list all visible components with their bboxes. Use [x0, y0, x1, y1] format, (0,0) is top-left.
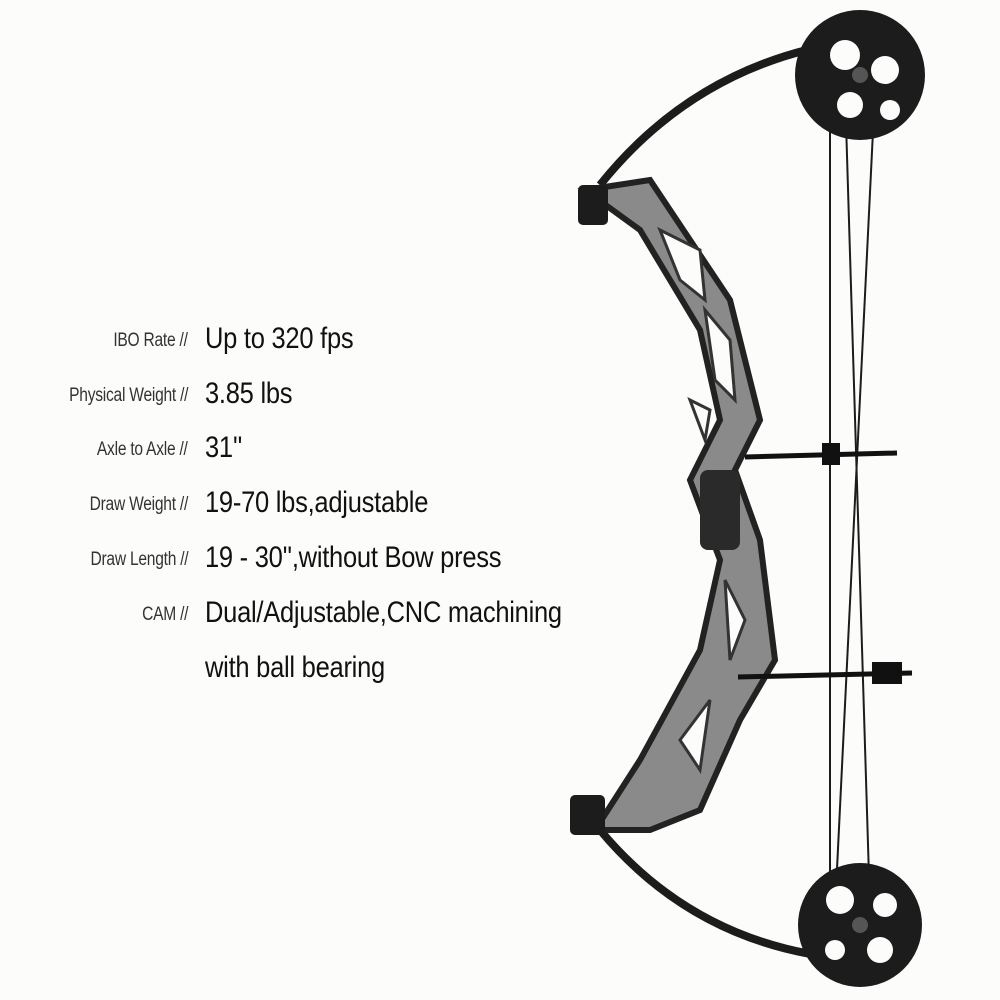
cable: [844, 89, 871, 911]
spec-value: Dual/Adjustable,CNC machining: [205, 596, 562, 629]
spec-label: Draw Length //: [90, 549, 188, 570]
grip: [700, 470, 740, 550]
spec-row-draw-weight: Draw Weight // 19-70 lbs,adjustable: [0, 482, 640, 532]
spec-row-physical-weight: Physical Weight // 3.85 lbs: [0, 373, 640, 423]
spec-value: 31'': [205, 431, 243, 464]
spec-row-axle-to-axle: Axle to Axle // 31'': [0, 427, 640, 477]
spec-label: Physical Weight //: [68, 385, 188, 406]
spec-value: 19-70 lbs,adjustable: [205, 486, 429, 519]
spec-label: Axle to Axle //: [97, 439, 188, 460]
spec-label: IBO Rate //: [113, 330, 189, 351]
cable: [834, 89, 876, 911]
spec-value: 19 - 30'',without Bow press: [205, 541, 502, 574]
spec-label: CAM //: [141, 604, 188, 625]
spec-row-cam: CAM // Dual/Adjustable,CNC machining: [0, 592, 640, 642]
upper-limb-pocket: [578, 185, 608, 225]
spec-value: Up to 320 fps: [205, 322, 354, 355]
spec-row-cam-continued: with ball bearing: [0, 647, 640, 697]
spec-value: with ball bearing: [205, 651, 385, 684]
lower-limb-pocket: [570, 795, 605, 835]
upper-cam: [795, 10, 925, 140]
spec-row-ibo-rate: IBO Rate // Up to 320 fps: [0, 318, 640, 368]
spec-value: 3.85 lbs: [205, 377, 293, 410]
spec-label: Draw Weight //: [89, 494, 189, 515]
lower-cam: [798, 863, 922, 987]
upper-cable-rod: [744, 450, 898, 460]
spec-row-draw-length: Draw Length // 19 - 30'',without Bow pre…: [0, 537, 640, 587]
